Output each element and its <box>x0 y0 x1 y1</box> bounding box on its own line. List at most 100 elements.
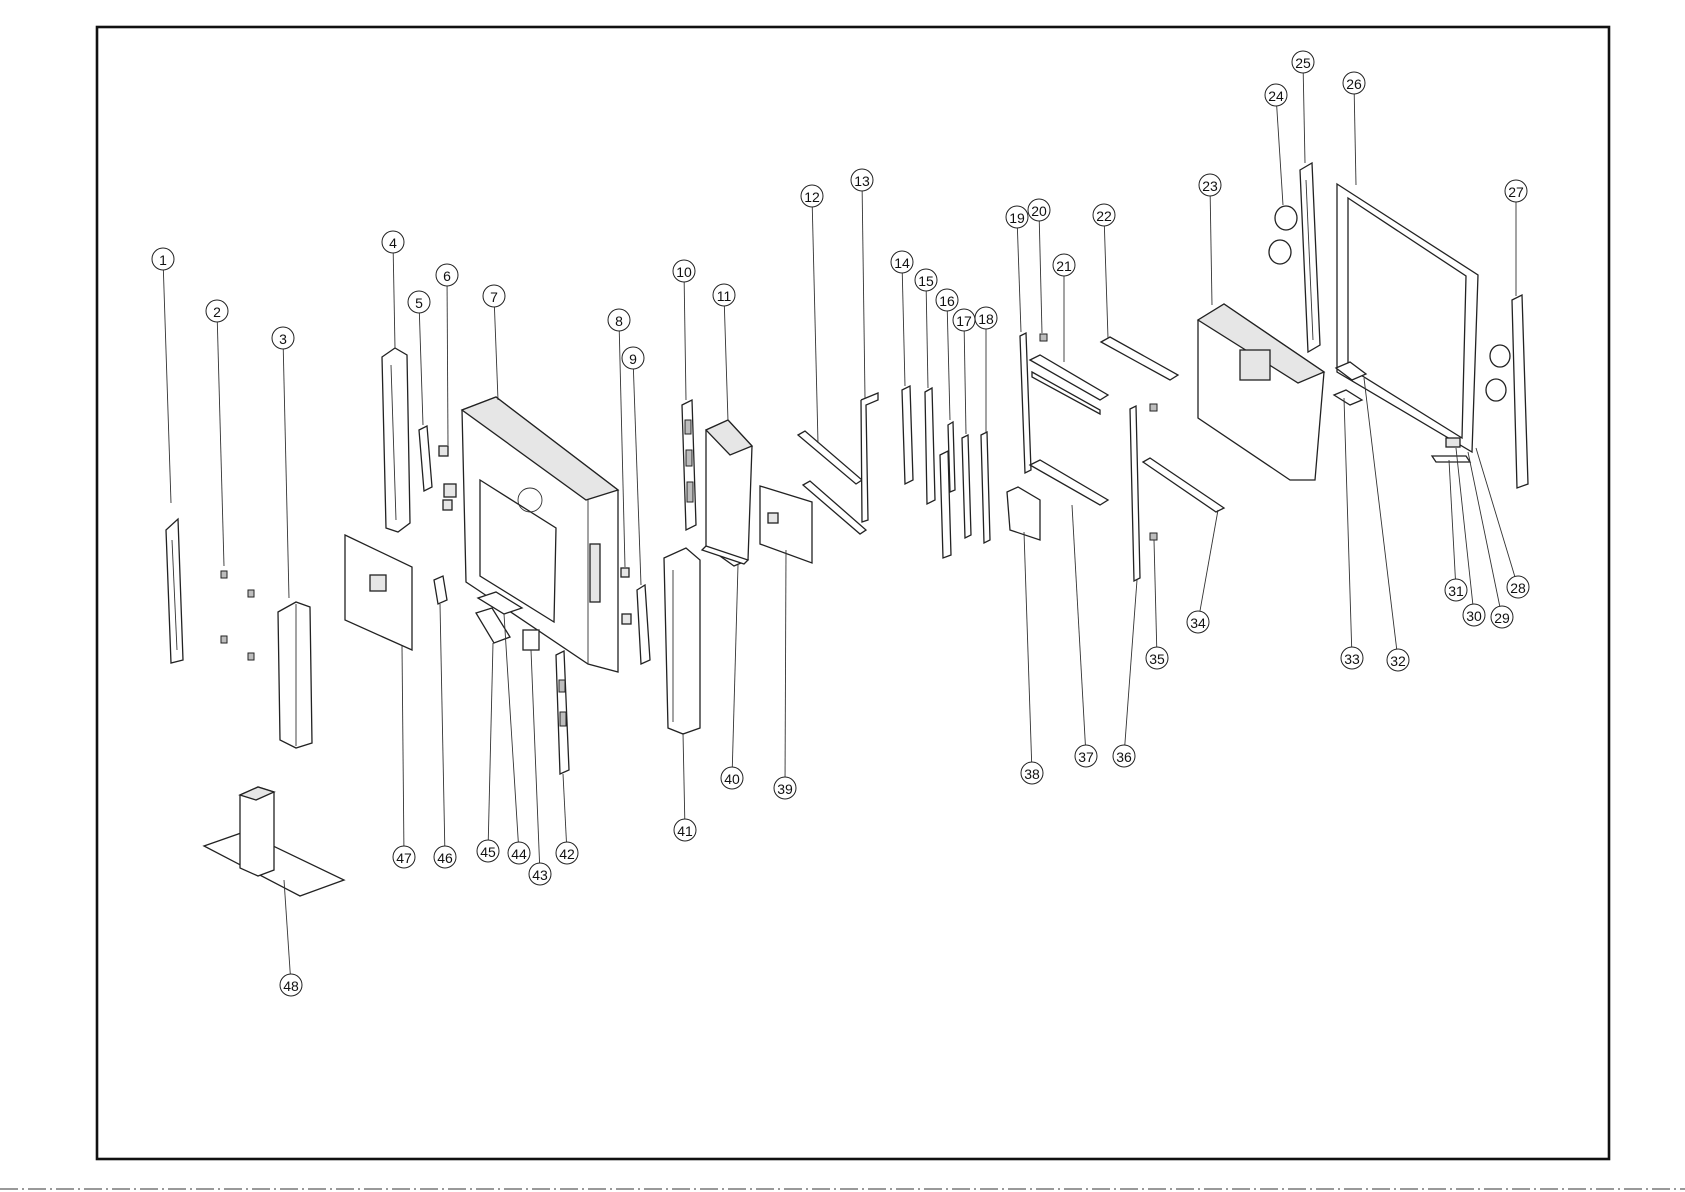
callout-42: 42 <box>556 774 578 864</box>
callout-number: 33 <box>1344 651 1360 667</box>
callout-number: 38 <box>1024 766 1040 782</box>
callout-16: 16 <box>936 289 958 420</box>
callout-38: 38 <box>1021 532 1043 784</box>
callout-9: 9 <box>622 347 644 585</box>
callout-number: 6 <box>443 268 451 284</box>
callout-48: 48 <box>280 880 302 996</box>
callout-35: 35 <box>1146 540 1168 669</box>
part-35-clips <box>1150 404 1157 540</box>
part-38-plate <box>1007 487 1040 540</box>
callout-number: 22 <box>1096 208 1112 224</box>
part-6-brackets <box>439 446 456 510</box>
callout-13: 13 <box>851 169 873 398</box>
leader-line <box>1104 226 1108 338</box>
callout-4: 4 <box>382 231 404 348</box>
part-4-left-bezel <box>382 348 410 532</box>
part-15-board <box>925 388 935 504</box>
part-26-front-bezel <box>1337 184 1478 452</box>
part-1-side-cover <box>166 519 183 663</box>
part-16-board <box>940 422 955 558</box>
part-3-neck-cover <box>278 602 312 748</box>
callout-number: 17 <box>956 313 972 329</box>
callout-number: 5 <box>415 295 423 311</box>
leader-line <box>1210 196 1212 305</box>
leader-line <box>1476 448 1515 576</box>
callout-number: 46 <box>437 850 453 866</box>
leader-line <box>1449 460 1455 579</box>
callout-number: 18 <box>978 311 994 327</box>
callout-number: 40 <box>724 771 740 787</box>
leader-line <box>563 774 566 842</box>
leader-line <box>812 207 818 443</box>
part-14-board <box>902 386 913 484</box>
callout-5: 5 <box>408 291 430 425</box>
leader-line <box>619 331 625 567</box>
leader-line <box>440 604 445 846</box>
callout-44: 44 <box>504 614 530 864</box>
callout-number: 13 <box>854 173 870 189</box>
part-8-bracket <box>621 568 631 624</box>
callout-37: 37 <box>1072 505 1097 767</box>
leader-line <box>926 291 928 388</box>
callout-number: 21 <box>1056 258 1072 274</box>
part-36-rail <box>1130 406 1140 581</box>
part-43-board <box>523 630 539 650</box>
part-17-board <box>962 435 971 538</box>
callout-40: 40 <box>721 565 743 789</box>
part-13-bracket <box>861 393 878 522</box>
callout-number: 28 <box>1510 580 1526 596</box>
callout-25: 25 <box>1292 51 1314 163</box>
callout-number: 39 <box>777 781 793 797</box>
callout-6: 6 <box>436 264 458 445</box>
callout-7: 7 <box>483 285 505 400</box>
callout-number: 32 <box>1390 653 1406 669</box>
leader-line <box>419 313 423 425</box>
leader-line <box>1039 221 1042 333</box>
callout-36: 36 <box>1113 580 1137 767</box>
callout-number: 7 <box>490 289 498 305</box>
callout-1: 1 <box>152 248 174 503</box>
callout-27: 27 <box>1505 180 1527 296</box>
callout-41: 41 <box>674 733 696 841</box>
callout-number: 34 <box>1190 615 1206 631</box>
callout-10: 10 <box>673 260 695 400</box>
part-10-io-plate <box>682 400 696 530</box>
callout-39: 39 <box>774 550 796 799</box>
callout-number: 29 <box>1494 610 1510 626</box>
callout-31: 31 <box>1445 460 1467 601</box>
callout-21: 21 <box>1053 254 1075 362</box>
callout-number: 14 <box>894 255 910 271</box>
callout-number: 36 <box>1116 749 1132 765</box>
callout-number: 30 <box>1466 608 1482 624</box>
callout-number: 11 <box>717 288 732 304</box>
callout-34: 34 <box>1187 510 1218 633</box>
part-22-top-bar <box>1101 337 1178 380</box>
callout-number: 2 <box>213 304 221 320</box>
part-48-stand <box>204 787 344 896</box>
part-41-right-bezel <box>664 548 700 734</box>
leader-line <box>1072 505 1085 745</box>
part-9-side-cover <box>637 585 650 664</box>
part-19-rail <box>1020 333 1031 473</box>
part-27-speaker-bracket <box>1486 295 1528 488</box>
leader-line <box>1277 106 1283 205</box>
leader-line <box>964 331 966 434</box>
part-18-board <box>981 432 990 543</box>
callout-45: 45 <box>477 643 499 862</box>
callout-18: 18 <box>975 307 997 432</box>
callout-number: 43 <box>532 867 548 883</box>
callout-number: 26 <box>1346 76 1362 92</box>
leader-line <box>1344 398 1352 647</box>
part-37-frame-bar <box>1030 460 1108 505</box>
part-42-io-board <box>556 651 569 774</box>
callout-number: 35 <box>1149 651 1165 667</box>
callout-number: 24 <box>1268 88 1284 104</box>
callout-33: 33 <box>1341 398 1363 669</box>
callout-number: 16 <box>939 293 955 309</box>
callout-number: 9 <box>629 351 637 367</box>
leader-line <box>1017 228 1021 332</box>
callout-17: 17 <box>953 309 975 434</box>
leader-line <box>684 282 686 400</box>
part-25-speaker-bracket <box>1300 163 1320 352</box>
callout-26: 26 <box>1343 72 1365 185</box>
